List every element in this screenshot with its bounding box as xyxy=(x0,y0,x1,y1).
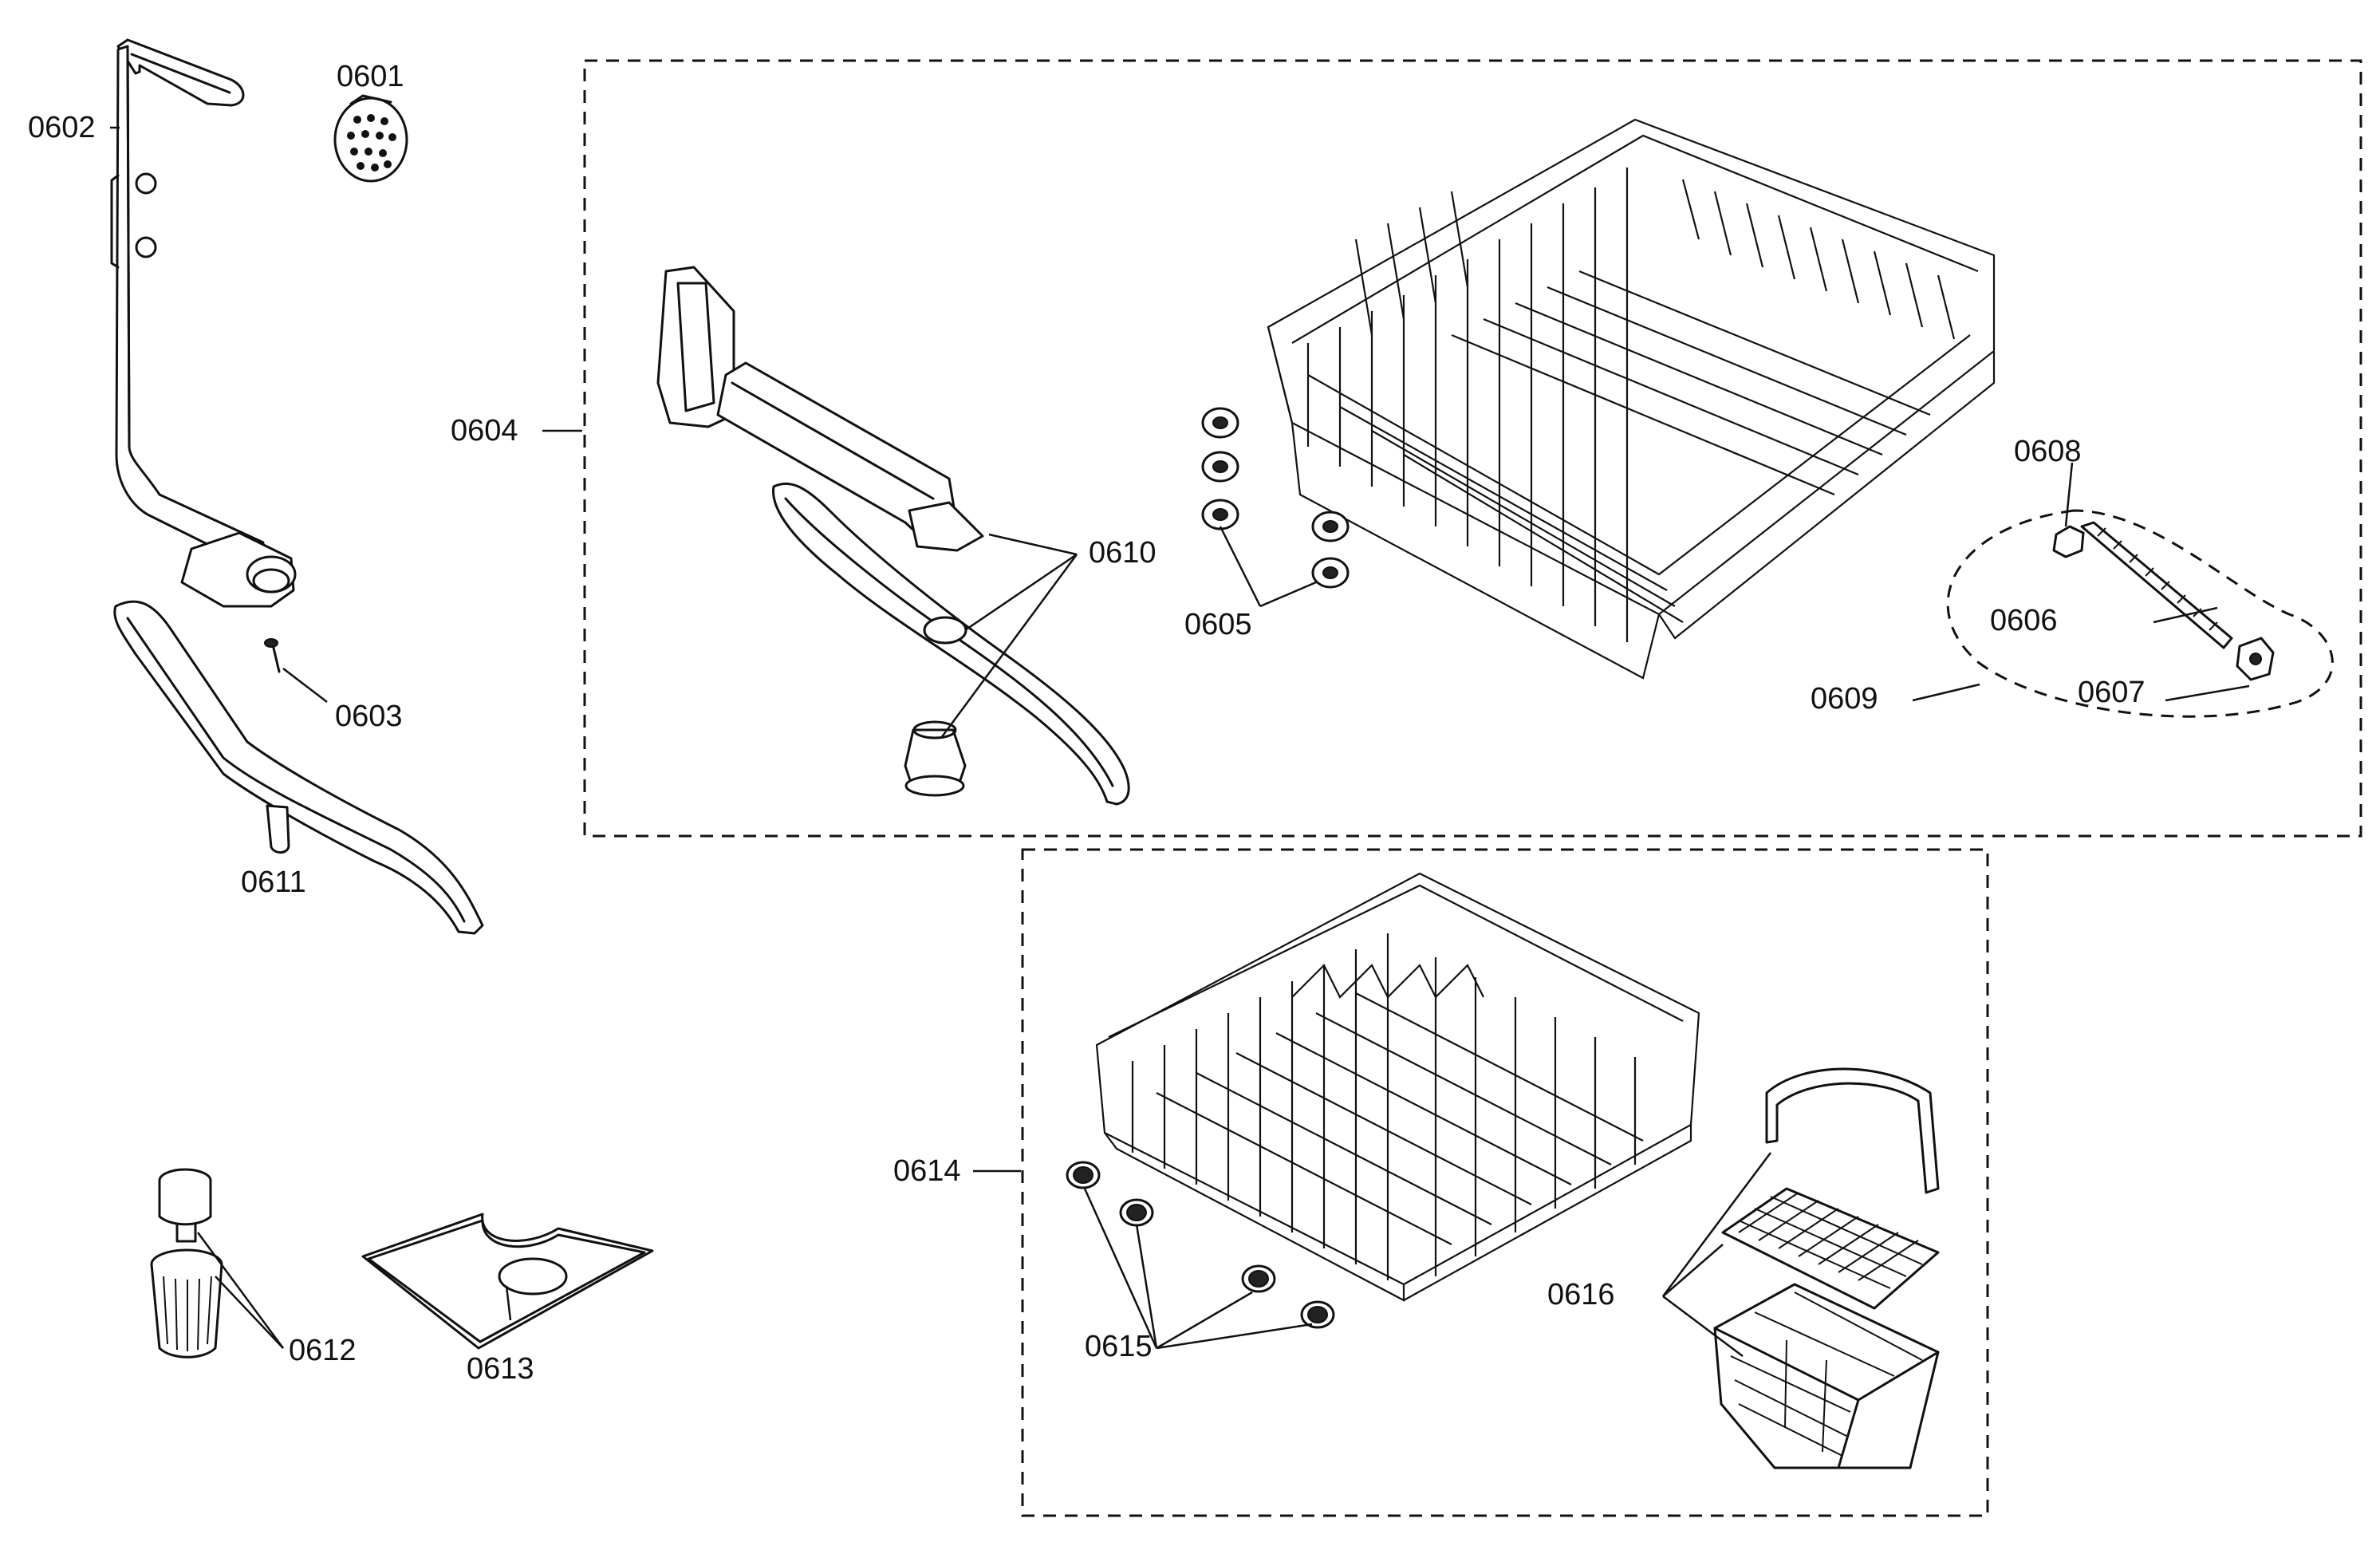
label-0603: 0603 xyxy=(335,700,403,733)
part-0605-upper-rack-wheels xyxy=(1201,407,1350,589)
label-0613: 0613 xyxy=(467,1352,534,1386)
lower-rack-basket xyxy=(1095,872,1700,1302)
part-0604-upper-spray-arm-assembly xyxy=(656,266,984,552)
part-0610-middle-spray-arm xyxy=(772,482,1130,806)
label-0606: 0606 xyxy=(1990,604,2058,637)
label-0612: 0612 xyxy=(289,1334,357,1367)
label-0610: 0610 xyxy=(1089,536,1157,570)
part-0602-supply-pipe xyxy=(110,38,297,608)
part-0616-cutlery-basket xyxy=(1713,1067,1940,1469)
label-0615: 0615 xyxy=(1085,1330,1153,1363)
part-0613-plate xyxy=(361,1213,654,1350)
lower-rack-group-box xyxy=(1021,848,1989,1517)
label-0601: 0601 xyxy=(337,60,404,93)
part-0612-filters xyxy=(150,1168,223,1359)
label-0614: 0614 xyxy=(893,1154,961,1188)
label-0609: 0609 xyxy=(1811,682,1878,716)
part-0606-adjuster-rail xyxy=(2080,521,2233,649)
part-0603-screw xyxy=(264,638,281,673)
label-0607: 0607 xyxy=(2078,676,2146,709)
part-0601-filter-disc xyxy=(333,94,408,183)
part-0607-adjuster-end xyxy=(2236,637,2275,681)
label-0616: 0616 xyxy=(1547,1278,1615,1311)
part-0615-lower-rack-wheels xyxy=(1066,1161,1335,1329)
upper-rack-group-box xyxy=(583,59,2362,838)
label-0605: 0605 xyxy=(1184,608,1252,641)
label-0602: 0602 xyxy=(28,111,96,144)
label-0608: 0608 xyxy=(2014,435,2082,468)
upper-rack-basket xyxy=(1267,118,1996,680)
label-0604: 0604 xyxy=(451,414,518,448)
rack-adjuster-group-outline xyxy=(1946,509,2334,718)
leader-lines xyxy=(110,126,2250,1357)
label-0611: 0611 xyxy=(241,866,306,899)
part-0608-clip xyxy=(2052,525,2085,558)
part-0611-lower-spray-arm xyxy=(113,600,484,935)
